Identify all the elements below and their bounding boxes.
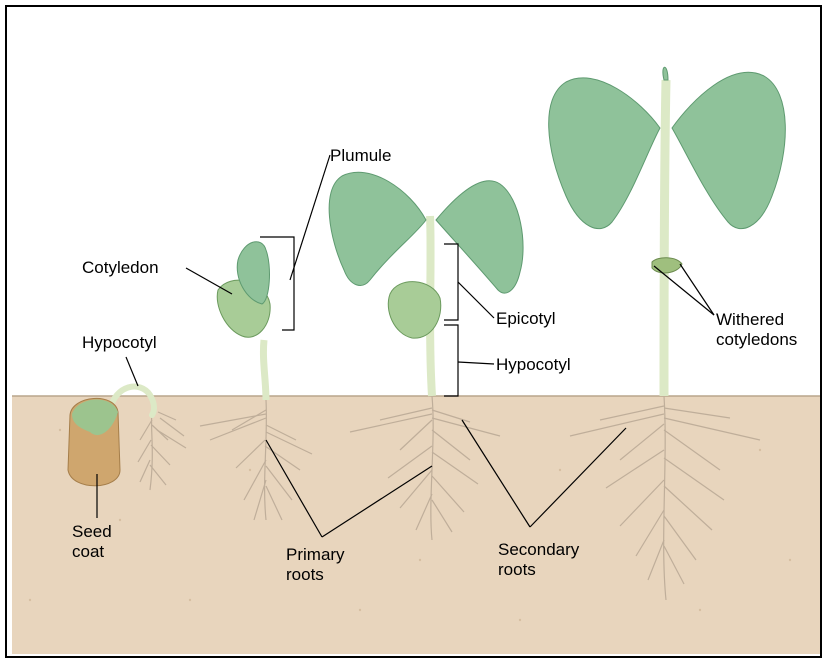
stage-2-stem: [263, 340, 266, 400]
label-seed-coat: Seed coat: [72, 522, 112, 562]
label-cotyledon: Cotyledon: [82, 258, 159, 278]
label-epicotyl: Epicotyl: [496, 309, 556, 329]
stage-4-stem: [664, 80, 666, 396]
label-hypocotyl-right: Hypocotyl: [496, 355, 571, 375]
label-plumule: Plumule: [330, 146, 391, 166]
label-secondary-roots: Secondary roots: [498, 540, 579, 580]
label-primary-roots: Primary roots: [286, 545, 345, 585]
label-withered-cotyledons: Withered cotyledons: [716, 310, 797, 350]
label-hypocotyl-left: Hypocotyl: [82, 333, 157, 353]
